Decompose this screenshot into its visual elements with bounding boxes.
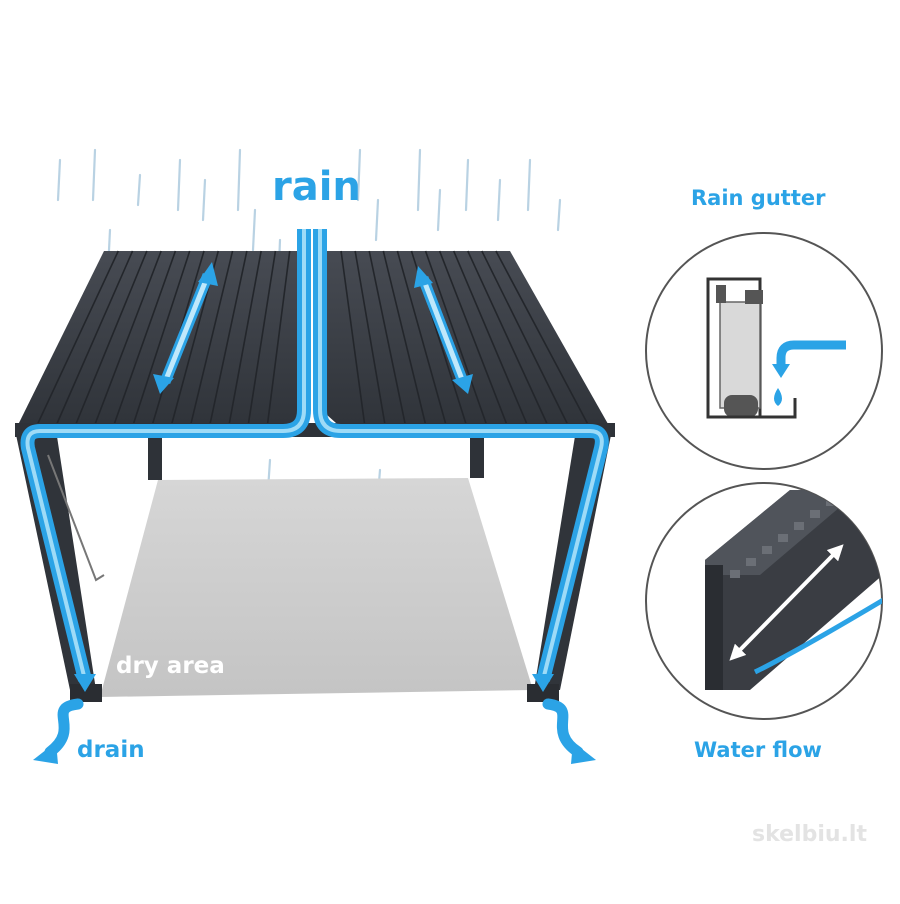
watermark: skelbiu.lt [752,822,867,847]
dry-area-label: dry area [116,653,225,679]
drain-arrow-left-icon [44,698,84,758]
water-flow-detail [705,486,882,690]
drain-arrow-right-icon [542,698,584,758]
rain-gutter-label: Rain gutter [691,186,826,210]
rain-gutter-detail [706,277,846,419]
channel-arrow-right-icon [532,674,554,692]
back-right-post [470,430,484,478]
roof-slats [33,250,593,432]
flow-arrow-icon [729,544,844,661]
roof-left-panel [15,251,304,431]
roof-right-panel [327,251,612,431]
crank-handle-icon [47,454,105,582]
rain-gutter-circle [645,232,883,470]
back-left-post [148,430,162,480]
front-right-foot [527,684,559,702]
rain-label: rain [272,164,361,210]
dry-area-floor [100,478,533,697]
double-arrow-right-icon [414,266,473,394]
front-left-foot [70,684,102,702]
drain-label: drain [77,737,145,763]
water-flow-label: Water flow [694,738,822,762]
double-arrow-left-icon [153,262,218,394]
channel-arrow-left-icon [74,674,96,692]
water-drop-icon [774,388,782,406]
